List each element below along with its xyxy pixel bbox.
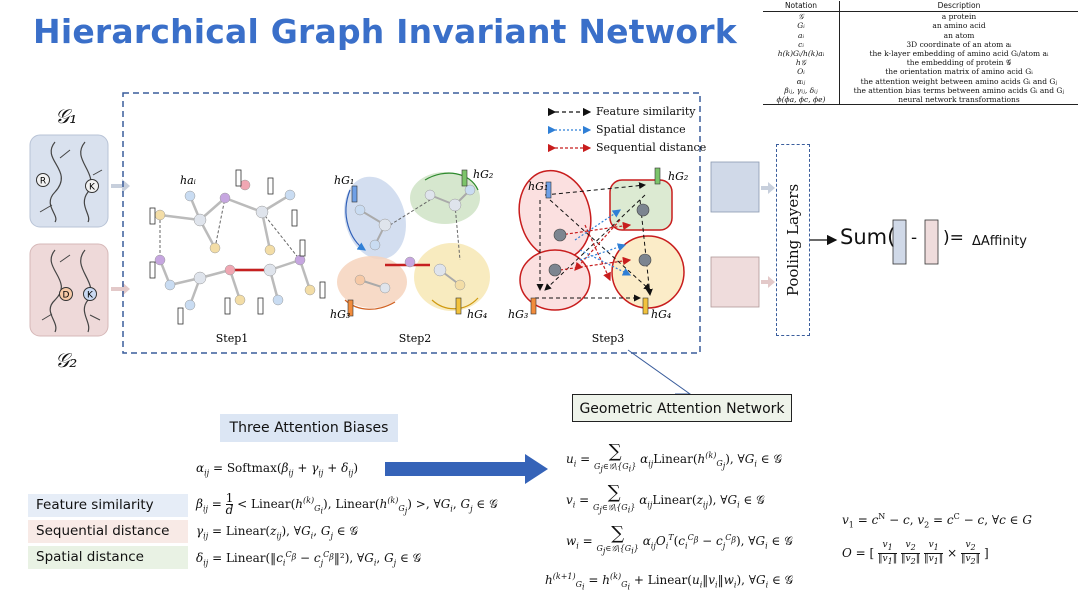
alpha-formula: αij = Softmax(βij + γij + δij) (196, 461, 359, 478)
table-row: aᵢ an atom (763, 30, 1078, 40)
v-formula: vi = ∑Gj∈𝒢\{Gi} αijLinear(zij), ∀Gi ∈ 𝒢 (566, 482, 765, 515)
description-cell: an atom (943, 30, 975, 40)
network-dashed-box (122, 92, 701, 354)
step2-h-g4: hG₄ (467, 308, 487, 321)
table-row: βᵢⱼ, γᵢⱼ, δᵢⱼ the attention bias terms be… (763, 85, 1078, 96)
notation-cell: Oᵢ (763, 67, 840, 77)
step1-atom-graph (149, 169, 326, 325)
embed-arrow-1 (761, 182, 775, 194)
description-cell: the orientation matrix of amino acid Gᵢ (885, 67, 1033, 77)
g1-node-r: R (40, 177, 46, 187)
w-formula: wi = ∑Gj∈𝒢\{Gi} αijOiT(ciCβ − cjCβ), ∀Gi… (566, 523, 793, 556)
step1-label: Step1 (216, 332, 249, 345)
g1-node-k: K (89, 183, 96, 193)
g2-node-k: K (87, 291, 94, 301)
sum-suffix: )= (943, 228, 964, 248)
step3-h-g3: hG₃ (508, 308, 528, 321)
sum-prefix: Sum( (840, 225, 896, 249)
table-row: cᵢ 3D coordinate of an atom aᵢ (763, 39, 1078, 50)
notation-cell: Gᵢ (763, 21, 840, 31)
delta-formula: δij = Linear(‖ciCβ − cjCβ‖²), ∀Gi, Gj ∈ … (196, 550, 422, 568)
g2-label: 𝒢₂ (55, 348, 78, 372)
step2-residue-graph (337, 169, 490, 317)
three-biases-label: Three Attention Biases (220, 414, 398, 442)
legend-sequential-label: Sequential distance (596, 141, 707, 154)
step3-h-g2: hG₂ (668, 170, 688, 183)
sum-g2-vector (924, 219, 939, 265)
step3-h-g4: hG₄ (651, 308, 671, 321)
g2-graph-box (29, 243, 109, 337)
gamma-formula: γij = Linear(zij), ∀Gi, Gj ∈ 𝒢 (196, 524, 358, 541)
notation-cell: aᵢ (763, 30, 840, 40)
input-arrow-g1 (111, 179, 130, 193)
description-cell: the attention weight between amino acids… (860, 76, 1058, 86)
description-cell: 3D coordinate of an atom aᵢ (906, 39, 1012, 49)
g2-node-d: D (63, 291, 70, 301)
h-atom-label: haᵢ (180, 174, 196, 187)
notation-cell: ϕ(ϕa, ϕc, ϕe) (763, 95, 840, 106)
pooling-layers-label: Pooling Layers (784, 183, 802, 297)
step3-h-g1: hG₁ (528, 180, 548, 193)
description-cell: the embedding of protein 𝒢 (906, 58, 1012, 68)
gan-callout-line (627, 349, 692, 395)
pooling-layers-box: Pooling Layers (776, 144, 810, 336)
embed-arrow-2 (761, 276, 775, 288)
sum-g1-vector (892, 219, 907, 265)
step2-h-g3: hG₃ (330, 308, 350, 321)
notation-cell: αᵢⱼ (763, 76, 840, 86)
u-formula: ui = ∑Gj∈𝒢\{Gi} αijLinear(h(k)Gj), ∀Gi ∈… (566, 441, 782, 474)
description-cell: the k-layer embedding of amino acid Gᵢ/a… (869, 49, 1049, 59)
bias-feature-label: Feature similarity (28, 494, 188, 517)
page-title: Hierarchical Graph Invariant Network (33, 12, 737, 51)
biases-to-gan-arrow (385, 454, 548, 484)
gan-label-box: Geometric Attention Network (572, 394, 792, 422)
sum-minus: - (911, 228, 918, 248)
notation-header: Notation (763, 1, 840, 13)
legend-feature-label: Feature similarity (596, 105, 696, 118)
description-cell: the attention bias terms between amino a… (853, 85, 1065, 95)
table-row: Oᵢ the orientation matrix of amino acid G… (763, 67, 1078, 77)
description-cell: neural network transformations (839, 95, 1078, 106)
table-row: h(k)Gᵢ/h(k)aᵢ the k-layer embedding of am… (763, 49, 1078, 59)
description-cell: a protein (941, 12, 977, 22)
v1-v2-formula: v1 = cN − c, v2 = cC − c, ∀c ∈ G (842, 512, 1032, 530)
input-arrow-g2 (111, 282, 130, 296)
table-row: Gᵢ an amino acid (763, 21, 1078, 31)
step2-h-g1: hG₁ (334, 174, 354, 187)
legend-spatial-label: Spatial distance (596, 123, 686, 136)
step3-label: Step3 (592, 332, 625, 345)
notation-cell: h𝒢 (763, 58, 840, 68)
bias-sequential-label: Sequential distance (28, 520, 188, 543)
step2-h-g2: hG₂ (473, 168, 493, 181)
table-row: αᵢⱼ the attention weight between amino ac… (763, 76, 1078, 86)
notation-cell: cᵢ (763, 39, 840, 50)
g1-label: 𝒢₁ (55, 104, 78, 128)
h-update-formula: h(k+1)Gi = h(k)Gi + Linear(ui‖vi‖wi), ∀G… (545, 572, 794, 592)
bias-spatial-label: Spatial distance (28, 546, 188, 569)
description-header: Description (839, 1, 1078, 13)
notation-cell: h(k)Gᵢ/h(k)aᵢ (763, 49, 840, 59)
g1-embedding-box (710, 161, 760, 213)
orientation-formula: O = [ v1‖v1‖ v2‖v2‖ v1‖v1‖ × v2‖v2‖ ] (842, 540, 989, 566)
step2-label: Step2 (399, 332, 432, 345)
table-row: ϕ(ϕa, ϕc, ϕe)neural network transformati… (763, 95, 1078, 106)
step3-attention-graph (518, 167, 685, 315)
delta-affinity-label: ΔAffinity (972, 234, 1027, 249)
notation-cell: βᵢⱼ, γᵢⱼ, δᵢⱼ (763, 85, 840, 96)
g2-embedding-box (710, 256, 760, 308)
notation-cell: 𝒢 (763, 11, 840, 22)
description-cell: an amino acid (932, 21, 986, 31)
table-row: h𝒢 the embedding of protein 𝒢 (763, 58, 1078, 68)
g1-graph-box (29, 134, 109, 228)
